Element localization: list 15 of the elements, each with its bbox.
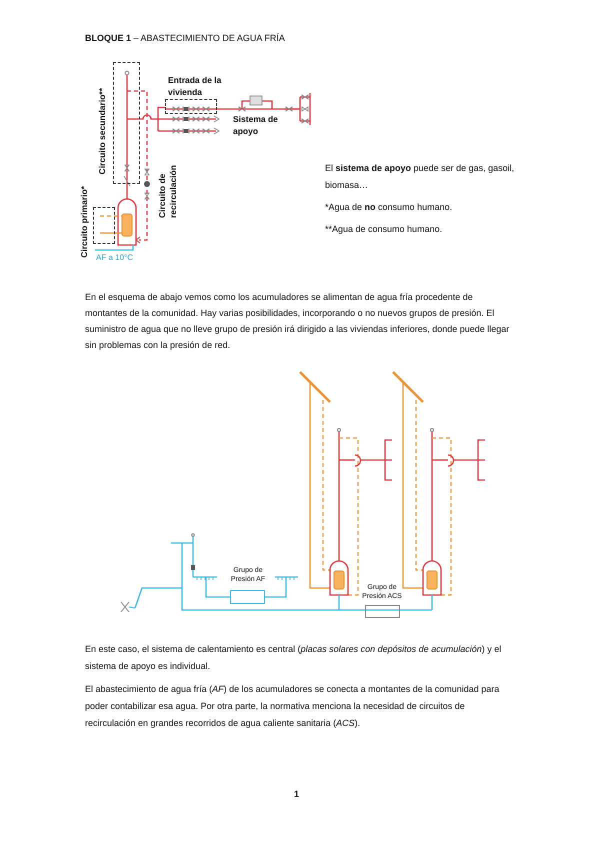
circuit-label: Circuito primario* — [79, 186, 90, 258]
circuit-label: Circuito secundario** — [97, 88, 108, 174]
inlet-label: AF a 10°C — [96, 252, 133, 263]
pipe — [140, 106, 165, 120]
circuit-label: Circuito de recirculación — [157, 164, 179, 218]
section-label: Entrada de la vivienda — [168, 74, 222, 98]
paragraph: El abastecimiento de agua fría (AF) de los acumuladores se conecta a montantes de la comunidad para poder contabilizar esa agua. Por otra parte, la normativa menciona la necesidad de circuitos de recirculación en grandes recorridos de agua caliente sanitaria (ACS). — [85, 683, 500, 730]
heading: BLOQUE 1 – ABASTECIMIENTO DE AGUA FRÍA — [85, 32, 285, 45]
footnote-text: **Agua de consumo humano. — [325, 223, 444, 236]
section-label: Sistema de apoyo — [233, 113, 279, 137]
footnote-text: *Agua de no consumo humano. — [325, 201, 454, 214]
paragraph: En este caso, el sistema de calentamiento es central (placas solares con depósitos de acumulación) y el sistema de apoyo es individual. — [85, 643, 502, 673]
paragraph: En el esquema de abajo vemos como los acumuladores se alimentan de agua fría procedente de montantes de la comunidad. Hay varias posibilidades, incorporando o no nuevos grupos de presión. El suministro de agua que no lleve grupo de presión irá dirigido a las viviendas inferiores, donde puede llegar sin problemas con la presión de red. — [85, 291, 510, 352]
note-text: El sistema de apoyo puede ser de gas, gasoil, biomasa… — [325, 162, 515, 192]
page-number: 1 — [294, 788, 300, 801]
